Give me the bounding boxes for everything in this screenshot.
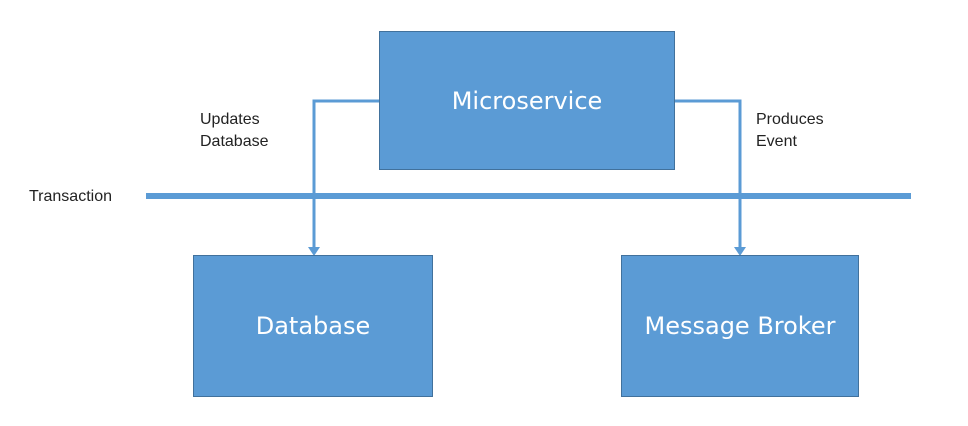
produces-line-2: Event <box>756 133 797 150</box>
database-node: Database <box>193 255 433 397</box>
connector-produces-event <box>675 99 742 249</box>
transaction-line <box>146 193 911 199</box>
arrowhead-to-database <box>308 247 320 256</box>
microservice-node: Microservice <box>379 31 675 170</box>
microservice-label: Microservice <box>451 86 603 115</box>
updates-line-1: Updates <box>200 111 260 128</box>
transaction-label: Transaction <box>29 188 112 205</box>
message-broker-node: Message Broker <box>621 255 859 397</box>
produces-line-1: Produces <box>756 111 824 128</box>
arrowhead-to-broker <box>734 247 746 256</box>
message-broker-label: Message Broker <box>644 312 836 340</box>
database-label: Database <box>255 312 371 340</box>
produces-event-label: Produces Event <box>756 109 824 153</box>
connector-updates-database <box>312 99 379 249</box>
updates-line-2: Database <box>200 133 269 150</box>
updates-database-label: Updates Database <box>200 109 269 153</box>
